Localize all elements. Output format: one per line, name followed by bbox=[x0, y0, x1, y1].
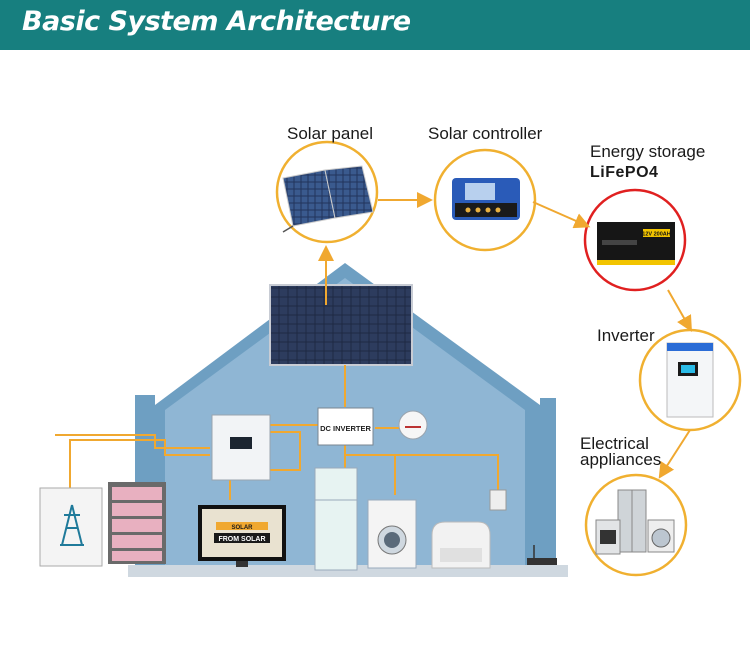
wiring bbox=[55, 365, 499, 525]
battery-rack bbox=[108, 482, 166, 564]
battery-bubble: 12V 200AH bbox=[583, 188, 687, 292]
fridge bbox=[314, 467, 358, 571]
television: SOLAR FROM SOLAR bbox=[198, 505, 286, 567]
wall-inverter bbox=[211, 414, 271, 481]
tv-text-line1: SOLAR bbox=[232, 525, 254, 531]
dc-inverter-box: DC INVERTER bbox=[317, 407, 374, 446]
dc-inverter-text: DC INVERTER bbox=[320, 424, 371, 433]
lifepo4-label: LiFePO4 bbox=[590, 164, 659, 181]
inverter-bubble bbox=[638, 328, 742, 432]
solar-panel-label: Solar panel bbox=[287, 124, 374, 143]
battery-label-text: 12V 200AH bbox=[642, 232, 670, 238]
inverter-label: Inverter bbox=[597, 326, 655, 345]
appliances-bubble bbox=[584, 473, 688, 577]
page-title: Basic System Architecture bbox=[22, 6, 411, 37]
appliances-label-line1: Electrical bbox=[580, 434, 649, 453]
armchair bbox=[431, 521, 491, 569]
solar-panel-bubble bbox=[275, 140, 379, 244]
washing-machine bbox=[367, 499, 417, 569]
header-bar: Basic System Architecture bbox=[0, 0, 750, 50]
wall-meter bbox=[398, 410, 428, 440]
wall-outlet bbox=[489, 489, 507, 511]
solar-controller-bubble bbox=[433, 148, 537, 252]
grid-box bbox=[39, 487, 103, 567]
energy-storage-label: Energy storage bbox=[590, 142, 706, 161]
appliances-label-line2: appliances bbox=[580, 450, 662, 469]
router bbox=[527, 545, 557, 565]
solar-controller-label: Solar controller bbox=[428, 124, 543, 143]
roof-solar-panel bbox=[269, 284, 413, 366]
flow-arrows bbox=[318, 192, 692, 479]
tv-text-line2: FROM SOLAR bbox=[218, 536, 265, 543]
